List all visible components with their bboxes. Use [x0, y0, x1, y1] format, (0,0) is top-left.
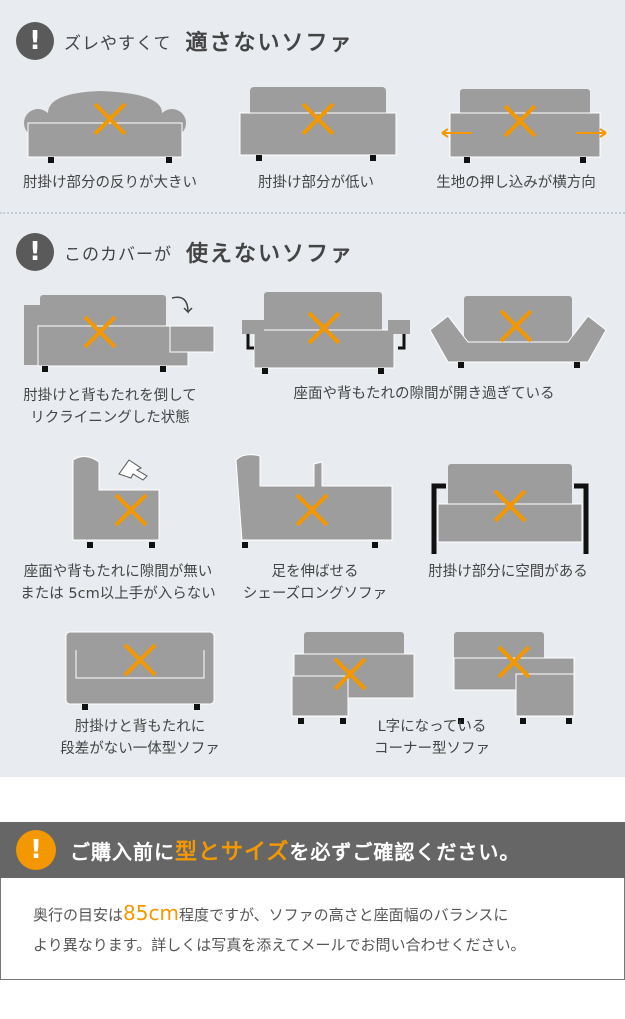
caption-line: 足を伸ばせる: [271, 564, 359, 580]
sofa-caption: 肘掛けと背もたれに段差がない一体型ソファ: [60, 716, 220, 760]
body-text: より異なります。詳しくは写真を添えてメールでお問い合わせください。: [33, 936, 526, 954]
sofa-icon: [65, 631, 215, 710]
section-heading-unusable: ! このカバーが 使えないソファ: [16, 233, 354, 271]
caption-line: シェーズロングソファ: [242, 586, 388, 602]
depth-highlight: 85cm: [123, 901, 179, 925]
sofa-icon: [429, 296, 607, 368]
x-mark-icon: [93, 102, 127, 136]
body-text: 程度ですが、ソファの高さと座面幅のバランスに: [178, 906, 509, 924]
notice-banner: ! ご購入前に型とサイズを必ずご確認ください。: [0, 822, 625, 878]
sofa-icon: [24, 295, 215, 372]
x-mark-icon: [333, 657, 367, 691]
caption-line: 段差がない一体型ソファ: [60, 741, 220, 757]
x-mark-icon: [493, 489, 527, 523]
sofa-icon: [453, 632, 575, 724]
caption-line: 座面や背もたれの隙間が開き過ぎている: [293, 386, 555, 402]
sofa-icon: [291, 632, 415, 724]
sofa-caption: 肘掛けと背もたれを倒してリクライニングした状態: [23, 385, 197, 429]
caption-line: 肘掛け部分に空間がある: [428, 564, 588, 580]
x-mark-icon: [499, 309, 533, 343]
heading-bold-text: 使えないソファ: [186, 242, 355, 267]
sofa-icon: [235, 454, 393, 548]
caption-line: 肘掛け部分の反りが大きい: [23, 175, 197, 191]
dotted-divider: [0, 212, 625, 214]
sofa-icon: [24, 91, 186, 163]
body-text: 奥行の目安は: [33, 906, 124, 924]
caption-line: コーナー型ソファ: [374, 741, 490, 757]
sofa-caption: 生地の押し込みが横方向: [436, 172, 596, 194]
caption-line: 肘掛けと背もたれに: [74, 719, 206, 735]
caption-line: 座面や背もたれに隙間が無い: [23, 564, 213, 580]
caption-line: 肘掛けと背もたれを倒して: [23, 388, 197, 404]
sofa-caption: 肘掛け部分に空間がある: [428, 561, 588, 583]
notice-body: 奥行の目安は85cm程度ですが、ソファの高さと座面幅のバランスに より異なります…: [0, 878, 625, 980]
caption-line: 肘掛け部分が低い: [258, 175, 374, 191]
caption-line: L字になっている: [377, 719, 487, 735]
section-heading-slippery: ! ズレやすくて 適さないソファ: [16, 22, 354, 60]
exclamation-icon: !: [16, 22, 54, 60]
sofa-icon: [431, 464, 589, 554]
heading-text: ズレやすくて: [64, 33, 172, 54]
x-mark-icon: [497, 645, 531, 679]
exclamation-icon: !: [16, 233, 54, 271]
notice-text: ご購入前に: [70, 840, 175, 864]
x-mark-icon: [307, 311, 341, 345]
heading-text: このカバーが: [64, 244, 172, 265]
sofa-caption: 座面や背もたれの隙間が開き過ぎている: [294, 383, 555, 405]
x-mark-icon: [503, 104, 537, 138]
sofa-caption: L字になっているコーナー型ソファ: [374, 716, 490, 760]
sofa-icon: [239, 87, 397, 161]
x-mark-icon: [301, 102, 335, 136]
notice-text: を必ずご確認ください。: [289, 840, 521, 864]
caption-line: 生地の押し込みが横方向: [436, 175, 596, 191]
sofa-icon: [242, 292, 410, 374]
heading-bold-text: 適さないソファ: [185, 31, 354, 56]
x-mark-icon: [295, 493, 329, 527]
sofa-caption: 座面や背もたれに隙間が無いまたは 5cm以上手が入らない: [20, 561, 215, 605]
sofa-caption: 肘掛け部分が低い: [258, 172, 374, 194]
sofa-icon: [441, 89, 607, 163]
caption-line: または 5cm以上手が入らない: [20, 586, 216, 602]
x-mark-icon: [83, 315, 117, 349]
exclamation-icon: !: [16, 830, 56, 870]
x-mark-icon: [114, 493, 148, 527]
sofa-icon: [72, 456, 160, 548]
sofa-caption: 肘掛け部分の反りが大きい: [23, 172, 197, 194]
sofa-caption: 足を伸ばせるシェーズロングソファ: [243, 561, 387, 605]
x-mark-icon: [123, 643, 157, 677]
caption-line: リクライニングした状態: [30, 410, 190, 426]
notice-highlight: 型とサイズ: [175, 840, 290, 865]
